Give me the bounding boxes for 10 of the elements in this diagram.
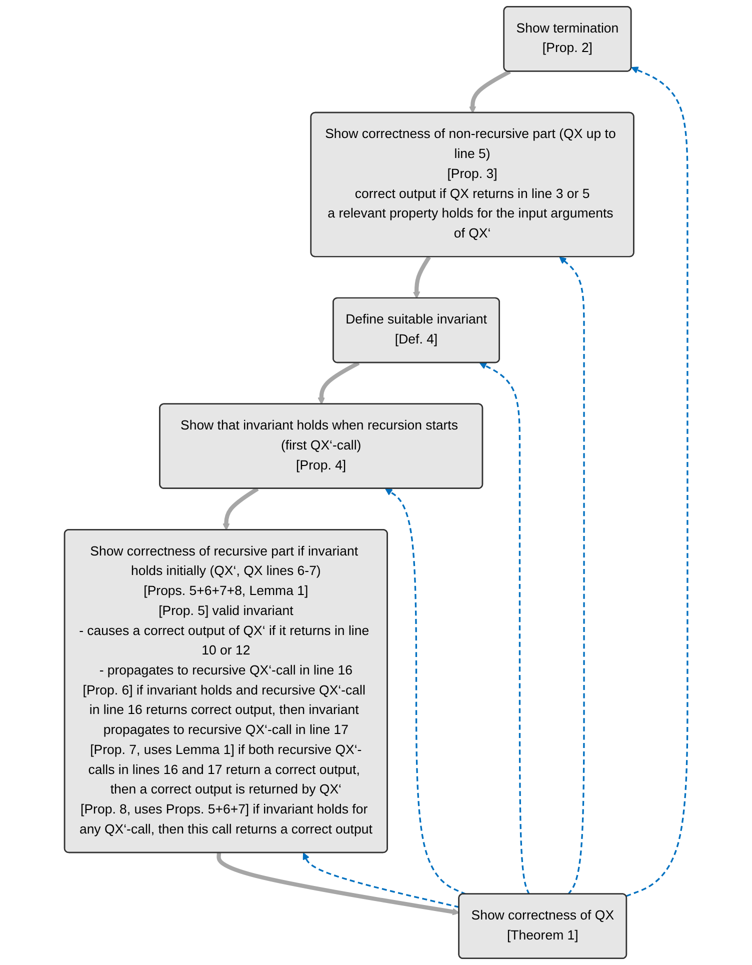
arrow	[468, 70, 511, 114]
arrow	[559, 256, 585, 895]
arrow	[626, 66, 688, 897]
arrow	[318, 361, 360, 405]
arrow	[222, 486, 259, 530]
arrow	[479, 362, 530, 895]
arrow	[412, 256, 431, 299]
arrow	[302, 852, 460, 908]
arrow	[216, 852, 460, 916]
arrow	[385, 488, 466, 895]
